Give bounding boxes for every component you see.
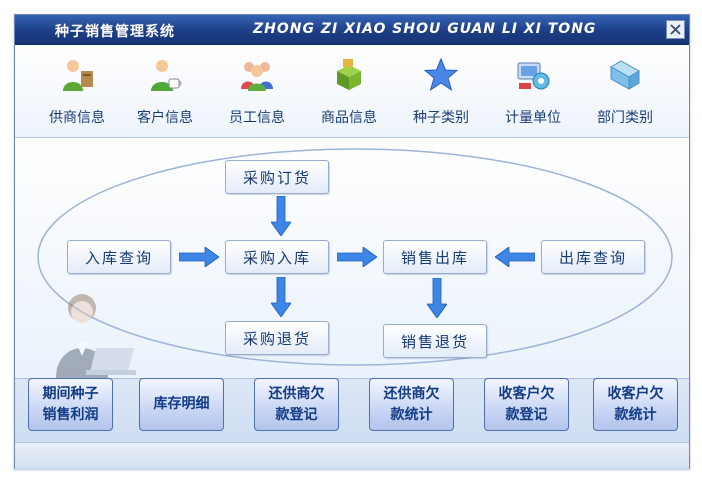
app-subtitle: ZHONG ZI XIAO SHOU GUAN LI XI TONG: [253, 21, 597, 37]
star-icon: [423, 57, 459, 92]
arrow-down-icon: [427, 278, 447, 318]
employees-group-icon: [241, 62, 273, 91]
arrow-down-icon: [271, 196, 291, 236]
supplier-debt-statistics-button[interactable]: 还供商欠款统计: [369, 378, 454, 431]
button-line: 库存明细: [153, 396, 210, 412]
arrow-down-icon: [271, 277, 291, 317]
button-line: 收客户欠: [498, 385, 555, 402]
period-seed-sales-profit-button[interactable]: 期间种子销售利润: [28, 378, 113, 431]
sales-return-button[interactable]: 销售退货: [383, 324, 487, 358]
status-bar: [15, 442, 689, 468]
flow-area: 采购订货 入库查询 采购入库 销售出库 出库查询 采购退货 销售退货: [15, 138, 689, 378]
button-line: 期间种子: [42, 385, 99, 402]
tool-department-category[interactable]: 部门类别: [583, 53, 667, 133]
button-line: 款登记: [505, 406, 548, 423]
close-icon: [670, 24, 681, 35]
stock-out-query-button[interactable]: 出库查询: [541, 240, 645, 274]
tool-label: 客户信息: [137, 110, 193, 126]
flow-ellipse: [37, 148, 673, 366]
main-window: 种子销售管理系统 ZHONG ZI XIAO SHOU GUAN LI XI T…: [14, 14, 690, 470]
title-bar: 种子销售管理系统 ZHONG ZI XIAO SHOU GUAN LI XI T…: [15, 15, 689, 45]
tool-supplier-info[interactable]: 供商信息: [35, 53, 119, 133]
arrow-right-icon: [337, 247, 377, 267]
app-title: 种子销售管理系统: [55, 24, 175, 40]
tool-measurement-unit[interactable]: 计量单位: [491, 53, 575, 133]
tool-goods-info[interactable]: 商品信息: [307, 53, 391, 133]
arrow-left-icon: [495, 247, 535, 267]
button-line: 还供商欠: [268, 385, 325, 402]
close-button[interactable]: [666, 20, 685, 39]
purchase-order-button[interactable]: 采购订货: [225, 160, 329, 194]
purchase-return-button[interactable]: 采购退货: [225, 321, 329, 355]
department-folder-icon: [610, 60, 640, 90]
tool-label: 员工信息: [229, 110, 285, 126]
stock-in-query-button[interactable]: 入库查询: [67, 240, 171, 274]
goods-boxes-icon: [337, 59, 361, 90]
customer-debt-register-button[interactable]: 收客户欠款登记: [484, 378, 569, 431]
tool-label: 商品信息: [321, 110, 377, 126]
purchase-in-button[interactable]: 采购入库: [225, 240, 329, 274]
tool-customer-info[interactable]: 客户信息: [123, 53, 207, 133]
button-line: 款登记: [275, 406, 318, 423]
arrow-right-icon: [179, 247, 219, 267]
button-line: 销售利润: [42, 406, 99, 423]
tool-label: 供商信息: [49, 110, 105, 126]
sales-out-button[interactable]: 销售出库: [383, 240, 487, 274]
inventory-detail-button[interactable]: 库存明细: [139, 378, 224, 431]
button-line: 款统计: [390, 406, 433, 423]
tool-label: 计量单位: [505, 110, 561, 126]
supplier-debt-register-button[interactable]: 还供商欠款登记: [254, 378, 339, 431]
assistant-person-image: [56, 294, 136, 378]
measurement-unit-icon: [517, 62, 550, 90]
toolbar: 供商信息 客户信息 员工信息: [15, 45, 689, 138]
tool-label: 部门类别: [597, 110, 653, 126]
button-line: 收客户欠: [607, 385, 664, 402]
tool-employee-info[interactable]: 员工信息: [215, 53, 299, 133]
button-line: 款统计: [614, 406, 657, 423]
customer-coffee-icon: [151, 60, 182, 91]
button-line: 还供商欠: [383, 385, 440, 402]
tool-seed-category[interactable]: 种子类别: [399, 53, 483, 133]
tool-label: 种子类别: [413, 110, 469, 126]
customer-debt-statistics-button[interactable]: 收客户欠款统计: [593, 378, 678, 431]
supplier-people-icon: [63, 60, 93, 91]
